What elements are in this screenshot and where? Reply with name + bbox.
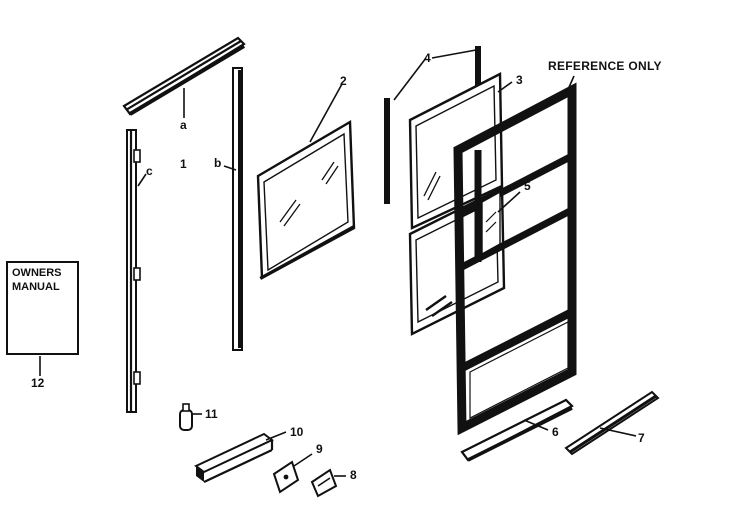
reference-only-label: REFERENCE ONLY <box>548 59 662 73</box>
callout-6: 6 <box>552 425 559 439</box>
part-5-glazing <box>481 190 501 256</box>
leader-b <box>223 165 237 171</box>
callout-10: 10 <box>290 425 304 439</box>
callout-7: 7 <box>638 431 645 445</box>
part-10-block <box>194 432 274 483</box>
part-2-glass-panel <box>256 119 356 280</box>
part-a-top-rail <box>122 36 246 116</box>
leader-4a <box>393 57 427 101</box>
callout-5: 5 <box>524 179 531 193</box>
callout-12: 12 <box>31 376 45 390</box>
part-6-bottom-rail <box>460 398 574 462</box>
callout-11: 11 <box>205 407 218 421</box>
part-8-plate <box>310 468 338 498</box>
leader-reference <box>565 75 575 95</box>
part-b-side-jamb <box>232 67 243 351</box>
callout-c: c <box>146 164 153 178</box>
leader-10 <box>265 431 287 441</box>
callout-2: 2 <box>340 74 347 88</box>
leader-9 <box>293 453 313 467</box>
part-9-plate <box>272 460 300 494</box>
manual-title-line1: OWNERS <box>12 267 62 279</box>
leader-6 <box>523 419 549 431</box>
leader-3 <box>497 81 513 93</box>
part-11-bottle <box>179 403 193 431</box>
callout-4: 4 <box>424 51 431 65</box>
callout-3: 3 <box>516 73 523 87</box>
leader-4b <box>431 49 477 59</box>
callout-b: b <box>214 156 222 170</box>
part-7-sweep <box>564 390 660 456</box>
manual-title-line2: MANUAL <box>12 281 60 293</box>
leader-7 <box>599 427 637 437</box>
owners-manual: OWNERS MANUAL <box>6 261 79 355</box>
leader-5 <box>497 191 521 213</box>
callout-9: 9 <box>316 442 323 456</box>
callout-a: a <box>180 118 187 132</box>
callout-8: 8 <box>350 468 357 482</box>
leader-c <box>137 173 147 187</box>
callout-1: 1 <box>180 157 187 171</box>
part-c-side-jamb <box>126 129 141 413</box>
reference-door-frame <box>453 82 577 436</box>
leader-2 <box>309 83 343 143</box>
